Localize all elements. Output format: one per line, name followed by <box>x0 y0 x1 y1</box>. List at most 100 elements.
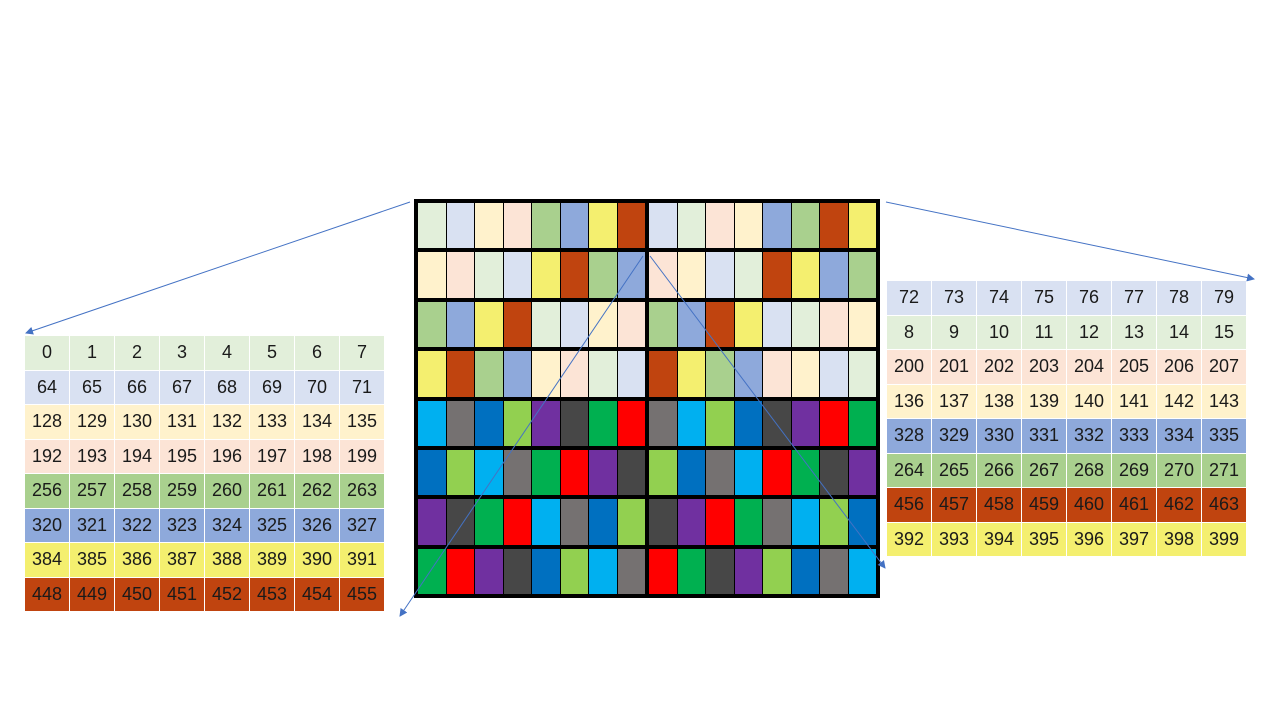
table-cell: 132 <box>204 404 250 440</box>
grid-cell <box>589 499 617 545</box>
grid-cell <box>706 548 734 594</box>
grid-cell <box>446 400 474 446</box>
table-cell: 258 <box>114 473 160 509</box>
grid-cell <box>791 449 819 496</box>
table-cell: 2 <box>114 335 160 371</box>
grid-cell <box>820 301 848 348</box>
grid-cell <box>617 351 645 397</box>
table-cell: 331 <box>1021 418 1067 454</box>
grid-cell <box>503 203 531 249</box>
table-cell: 329 <box>931 418 977 454</box>
grid-cell <box>649 351 677 397</box>
grid-cell <box>820 548 848 594</box>
grid-cell <box>617 449 645 496</box>
grid-cell <box>848 548 876 594</box>
grid-cell <box>617 203 645 249</box>
grid-cell <box>446 499 474 545</box>
table-cell: 396 <box>1066 521 1112 557</box>
grid-cell <box>589 449 617 496</box>
grid-cell <box>532 351 560 397</box>
table-cell: 394 <box>976 521 1022 557</box>
table-cell: 7 <box>339 335 385 371</box>
grid-cell <box>418 351 446 397</box>
grid-cell <box>560 301 588 348</box>
table-cell: 4 <box>204 335 250 371</box>
table-cell: 456 <box>886 487 932 523</box>
grid-cell <box>848 351 876 397</box>
grid-cell <box>589 203 617 249</box>
grid-cell <box>763 203 791 249</box>
grid-cell <box>617 499 645 545</box>
grid-cell <box>649 449 677 496</box>
grid-cell <box>734 252 762 298</box>
table-cell: 137 <box>931 383 977 419</box>
table-cell: 203 <box>1021 349 1067 385</box>
grid-cell <box>418 449 446 496</box>
grid-cell <box>418 400 446 446</box>
table-cell: 140 <box>1066 383 1112 419</box>
grid-cell <box>706 351 734 397</box>
grid-cell <box>820 252 848 298</box>
table-cell: 12 <box>1066 314 1112 350</box>
grid-cell <box>589 301 617 348</box>
table-cell: 398 <box>1156 521 1202 557</box>
table-cell: 8 <box>886 314 932 350</box>
grid-cell <box>763 252 791 298</box>
table-cell: 257 <box>69 473 115 509</box>
grid-cell <box>677 252 705 298</box>
grid-cell <box>848 252 876 298</box>
table-cell: 78 <box>1156 280 1202 316</box>
grid-cell <box>617 400 645 446</box>
table-cell: 267 <box>1021 452 1067 488</box>
table-cell: 263 <box>339 473 385 509</box>
table-cell: 397 <box>1111 521 1157 557</box>
table-cell: 325 <box>249 507 295 543</box>
table-cell: 14 <box>1156 314 1202 350</box>
grid-cell <box>677 548 705 594</box>
grid-cell <box>791 203 819 249</box>
grid-cell <box>734 548 762 594</box>
table-cell: 261 <box>249 473 295 509</box>
table-cell: 264 <box>886 452 932 488</box>
grid-cell <box>560 351 588 397</box>
table-cell: 67 <box>159 369 205 405</box>
table-cell: 204 <box>1066 349 1112 385</box>
table-cell: 79 <box>1201 280 1247 316</box>
grid-cell <box>560 548 588 594</box>
grid-cell <box>820 203 848 249</box>
table-cell: 192 <box>24 438 70 474</box>
grid-cell <box>560 252 588 298</box>
table-cell: 385 <box>69 542 115 578</box>
grid-cell <box>820 351 848 397</box>
grid-cell <box>475 499 503 545</box>
table-cell: 13 <box>1111 314 1157 350</box>
grid-cell <box>791 548 819 594</box>
grid-cell <box>475 449 503 496</box>
table-cell: 194 <box>114 438 160 474</box>
grid-cell <box>617 252 645 298</box>
table-cell: 386 <box>114 542 160 578</box>
grid-cell <box>677 351 705 397</box>
grid-cell <box>791 499 819 545</box>
grid-cell <box>734 400 762 446</box>
table-cell: 270 <box>1156 452 1202 488</box>
grid-cell <box>532 499 560 545</box>
grid-cell <box>734 499 762 545</box>
table-cell: 195 <box>159 438 205 474</box>
grid-cell <box>475 548 503 594</box>
grid-cell <box>532 203 560 249</box>
grid-cell <box>763 351 791 397</box>
table-cell: 201 <box>931 349 977 385</box>
table-cell: 395 <box>1021 521 1067 557</box>
table-cell: 205 <box>1111 349 1157 385</box>
color-block-grid <box>414 199 880 598</box>
grid-cell <box>503 301 531 348</box>
grid-cell <box>418 301 446 348</box>
grid-cell <box>649 252 677 298</box>
grid-cell <box>446 203 474 249</box>
